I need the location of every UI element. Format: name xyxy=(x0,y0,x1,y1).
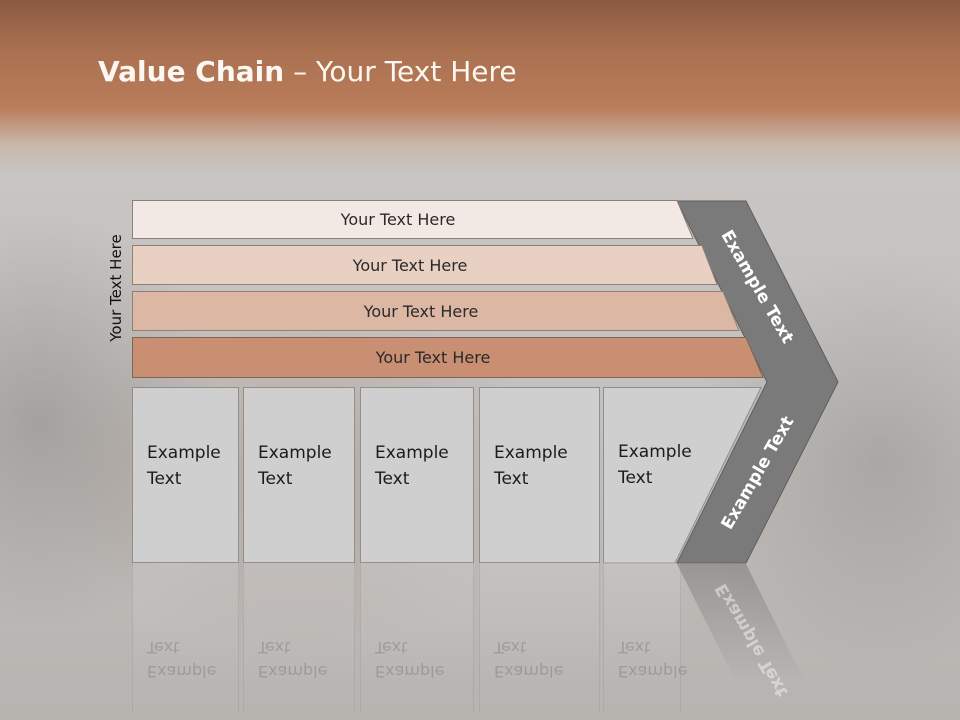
bar-2-shape xyxy=(132,245,718,285)
bar-3-polygon xyxy=(132,291,740,331)
column-2-line1: Example xyxy=(258,443,332,463)
column-5-line1: Example xyxy=(618,442,692,462)
column-5-line2: Text xyxy=(618,468,653,488)
bar-4-label: Your Text Here xyxy=(375,348,491,367)
title-bold: Value Chain xyxy=(98,55,285,88)
column-4-line1: Example xyxy=(494,443,568,463)
bar-3-label: Your Text Here xyxy=(363,301,479,321)
bar-3-shape xyxy=(132,291,740,331)
column-1-line1: Example xyxy=(147,443,221,463)
bar-1-polygon xyxy=(132,200,694,239)
column-3-line2: Text xyxy=(375,469,410,489)
bar-4: Your Text Here xyxy=(132,337,764,378)
chevron-shape xyxy=(676,200,839,564)
column-1-line2: Text xyxy=(147,469,182,489)
bar-1-shape xyxy=(132,200,694,239)
bar-1: Your Text Here xyxy=(132,200,694,239)
column-4-line2: Text xyxy=(494,469,529,489)
title-rest: – Your Text Here xyxy=(284,55,517,88)
bar-2: Your Text Here xyxy=(132,245,718,285)
bar-1-label: Your Text Here xyxy=(340,210,456,229)
chevron-reflection xyxy=(677,564,806,684)
bar-4-shape xyxy=(132,337,764,378)
column-5-shape xyxy=(603,387,762,564)
bar-2-polygon xyxy=(132,245,718,285)
bar-4-polygon xyxy=(132,337,764,378)
bar-2-label: Your Text Here xyxy=(352,255,468,275)
column-3-line1: Example xyxy=(375,443,449,463)
slide-title: Value Chain – Your Text Here xyxy=(98,55,517,88)
column-5-polygon xyxy=(603,387,762,564)
column-2-line2: Text xyxy=(258,469,293,489)
title-band xyxy=(0,0,960,175)
bar-3: Your Text Here xyxy=(132,291,740,331)
